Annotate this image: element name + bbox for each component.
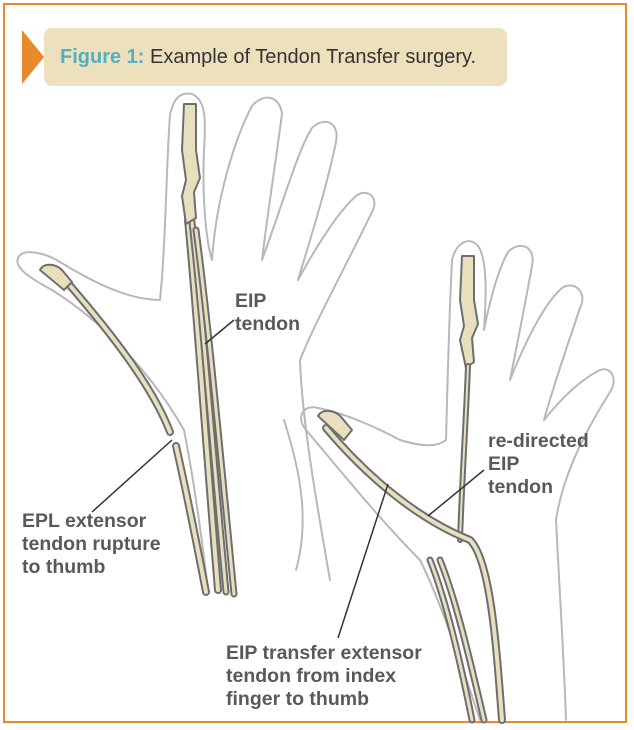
annotation-line: finger to thumb [226, 688, 369, 710]
left-tendons [39, 103, 238, 598]
left-hand-outline [16, 92, 376, 591]
right-index-tendon-cap [459, 255, 479, 369]
left-thumb-tendon-cap [39, 263, 73, 291]
annotation-line: EIP [235, 290, 267, 312]
right-hand-outline [300, 240, 615, 721]
right-thumb-tendon-cap [317, 410, 353, 441]
annotation-line: to thumb [22, 556, 106, 578]
left-index-tendon-cap [181, 103, 201, 225]
left-tendon-3 [194, 228, 236, 596]
annotation-line: tendon [235, 313, 300, 335]
figure-frame [3, 3, 627, 723]
annotation-eip-tendon: EIP tendon [235, 290, 300, 336]
annotation-line: tendon [488, 476, 553, 498]
right-hand [283, 240, 615, 721]
annotation-line: EPL extensor [22, 510, 147, 532]
annotation-line: tendon rupture [22, 533, 161, 555]
annotation-transfer: EIP transfer extensor tendon from index … [226, 642, 422, 711]
leader-eip [204, 319, 235, 345]
annotation-line: re-directed [488, 430, 589, 452]
annotation-line: tendon from index [226, 665, 397, 687]
left-epl-stump [174, 444, 208, 594]
left-epl-tendon-outline [56, 270, 174, 436]
caption-box [44, 28, 507, 86]
caption-arrow-icon [22, 30, 44, 84]
annotation-line: EIP [488, 453, 520, 475]
right-tendon-3 [438, 558, 486, 722]
annotation-epl-rupture: EPL extensor tendon rupture to thumb [22, 510, 161, 579]
left-epl-tendon [58, 272, 172, 434]
right-hand-thumb-line [283, 419, 304, 571]
redirected-eip-tendon [324, 426, 504, 722]
right-tendons [317, 255, 506, 724]
figure-caption: Figure 1: Example of Tendon Transfer sur… [60, 46, 476, 69]
right-tendon-2 [428, 558, 474, 722]
annotation-line: EIP transfer extensor [226, 642, 422, 664]
leader-epl [91, 439, 173, 513]
caption-label: Figure 1: [60, 46, 145, 68]
caption-text: Example of Tendon Transfer surgery. [150, 46, 477, 68]
left-eip-tendon [186, 218, 220, 592]
leader-redirected [427, 469, 485, 517]
annotation-redirected: re-directed EIP tendon [488, 430, 589, 499]
leader-transfer [337, 483, 389, 639]
left-tendon-2 [190, 220, 228, 594]
left-hand [16, 92, 376, 591]
leader-lines [91, 319, 485, 639]
right-index-tendon [459, 365, 469, 541]
